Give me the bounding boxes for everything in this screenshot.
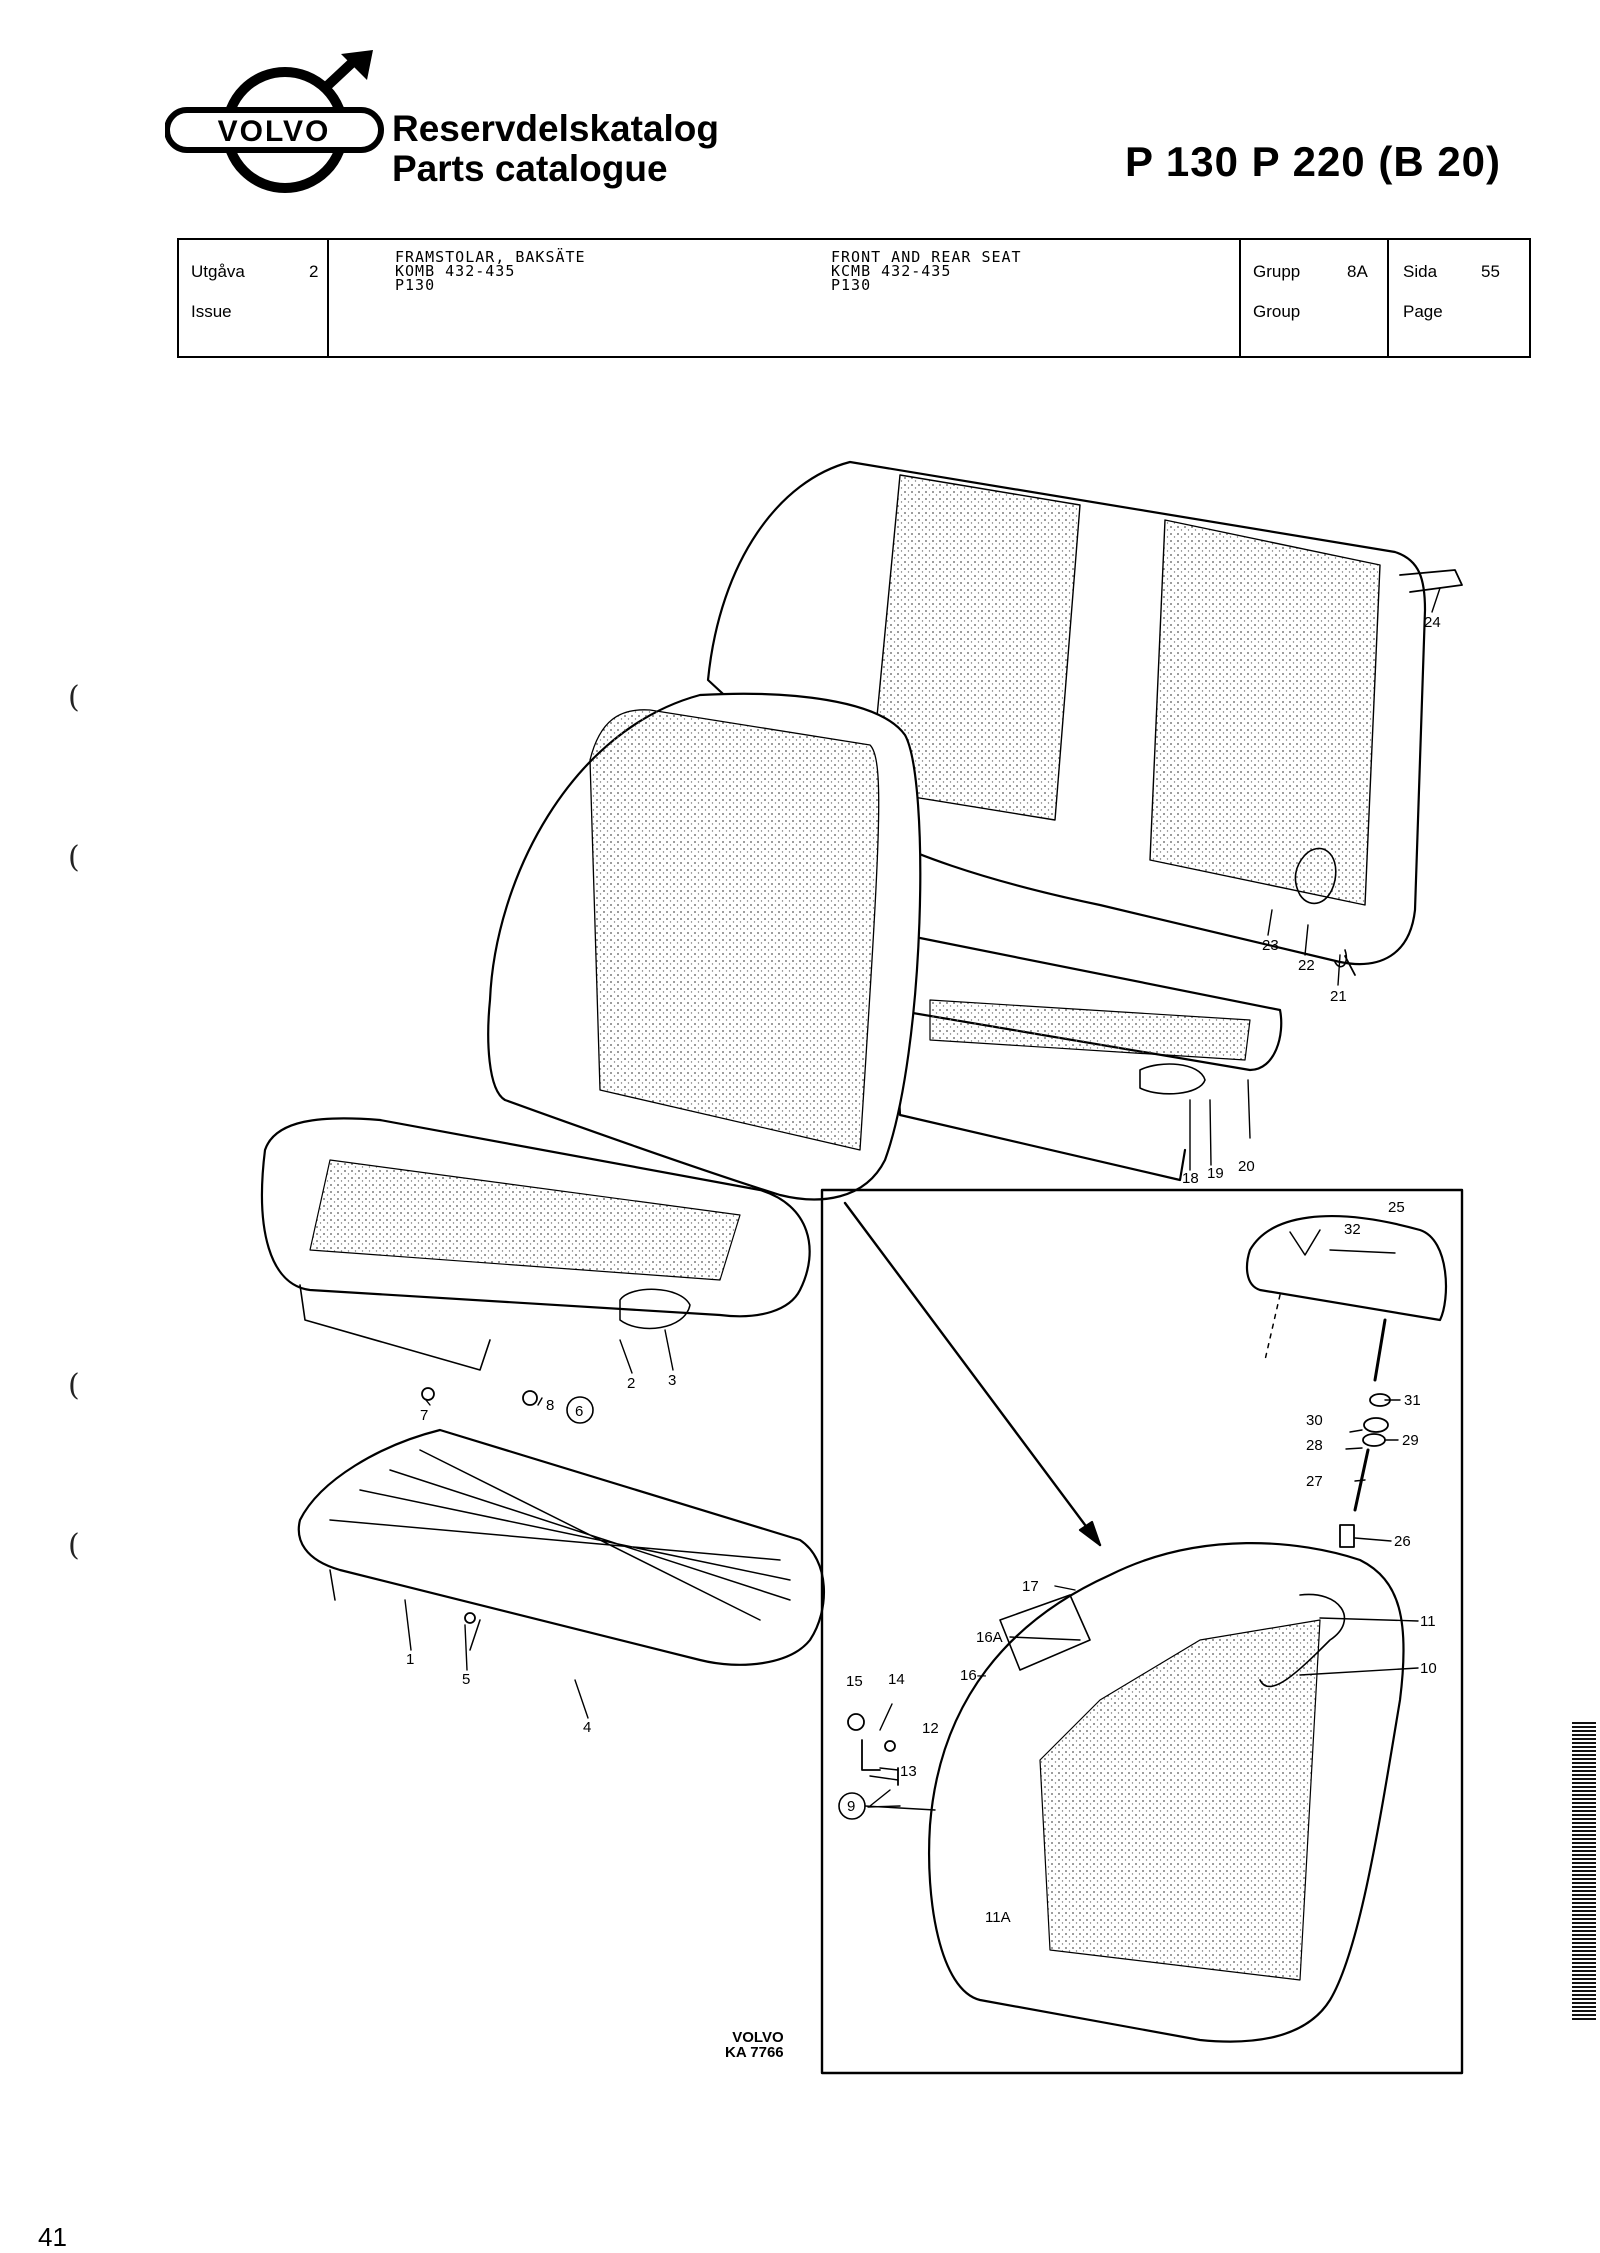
page-value: 55	[1481, 262, 1500, 281]
callout-numbers: 24 23 22 21 18 19 20 2 3 7 8 6 1 5 4 25 …	[406, 614, 1441, 1926]
callout-9: 9	[847, 1798, 855, 1815]
callout-32: 32	[1344, 1221, 1361, 1238]
callout-23: 23	[1262, 937, 1279, 954]
catalog-info-table: Utgåva 2 Issue FRAMSTOLAR, BAKSÄTE KOMB …	[177, 238, 1531, 358]
callout-26: 26	[1394, 1533, 1411, 1550]
group-value: 8A	[1347, 262, 1368, 281]
group-cell: Grupp 8A Group	[1241, 240, 1389, 356]
model-designation: P 130 P 220 (B 20)	[1125, 138, 1502, 185]
callout-14: 14	[888, 1671, 905, 1688]
catalog-title-english: Parts catalogue	[392, 148, 668, 189]
callout-22: 22	[1298, 957, 1315, 974]
callout-11: 11	[1420, 1613, 1436, 1630]
callout-31: 31	[1404, 1392, 1421, 1409]
callout-16a: 16A	[976, 1629, 1003, 1646]
callout-28: 28	[1306, 1437, 1323, 1454]
logo-wordmark: VOLVO	[218, 115, 331, 148]
callout-21: 21	[1330, 988, 1347, 1005]
callout-16: 16--	[960, 1667, 987, 1684]
detail-inset-frame	[820, 1188, 1464, 2075]
page-number: 41	[38, 2222, 67, 2252]
edge-index-stripe	[1572, 1720, 1596, 2020]
callout-30: 30	[1306, 1412, 1323, 1429]
binding-mark: (	[68, 1368, 80, 1403]
callout-circle	[566, 1396, 594, 1424]
drawing-reference: VOLVO KA 7766	[725, 2030, 784, 2060]
hardware-parts	[421, 955, 1356, 1786]
front-backrest-detail	[927, 1541, 1405, 2043]
leader-lines	[404, 587, 1441, 1811]
headrest	[1245, 1215, 1448, 1382]
rear-seat-cushion	[893, 933, 1283, 1182]
front-seat-frame	[297, 1428, 825, 1666]
page-label-en: Page	[1403, 302, 1443, 321]
callout-8: 8	[546, 1397, 554, 1414]
headrest-fittings	[1339, 1393, 1391, 1548]
description-cell: FRAMSTOLAR, BAKSÄTE KOMB 432-435 P130 FR…	[329, 240, 1241, 356]
callout-11a: 11A	[985, 1909, 1011, 1926]
callout-29: 29	[1402, 1432, 1419, 1449]
callout-25: 25	[1388, 1199, 1405, 1216]
detail-pointer-line	[843, 1201, 1102, 1547]
callout-10: 10	[1420, 1660, 1437, 1677]
description-swedish: FRAMSTOLAR, BAKSÄTE KOMB 432-435 P130	[395, 248, 586, 294]
callout-12: 12	[922, 1720, 939, 1737]
callout-18: 18	[1182, 1170, 1199, 1187]
callout-27: 27	[1306, 1473, 1323, 1490]
callout-7: 7	[420, 1407, 428, 1424]
callout-3: 3	[668, 1372, 676, 1389]
catalog-title-swedish: Reservdelskatalog	[392, 108, 720, 149]
binding-mark: (	[68, 840, 80, 875]
rear-seat-backrest	[706, 460, 1463, 968]
description-english: FRONT AND REAR SEAT KCMB 432-435 P130	[831, 248, 1022, 294]
callout-24: 24	[1424, 614, 1441, 631]
issue-cell: Utgåva 2 Issue	[179, 240, 329, 356]
callout-4: 4	[583, 1719, 591, 1736]
issue-value: 2	[309, 262, 319, 281]
callout-5: 5	[462, 1671, 470, 1688]
callout-13: 13	[900, 1763, 917, 1780]
callout-2: 2	[627, 1375, 635, 1392]
front-seat-backrest	[487, 692, 922, 1201]
callout-6: 6	[575, 1403, 583, 1420]
page-label-sv: Sida	[1403, 262, 1438, 281]
binding-mark: (	[68, 680, 80, 715]
callout-19: 19	[1207, 1165, 1224, 1182]
callout-1: 1	[406, 1651, 414, 1668]
callout-20: 20	[1238, 1158, 1255, 1175]
issue-label-sv: Utgåva	[191, 262, 245, 281]
binding-mark: (	[68, 1528, 80, 1563]
callout-17: 17	[1022, 1578, 1039, 1595]
callout-15: 15	[846, 1673, 863, 1690]
issue-label-en: Issue	[191, 302, 232, 321]
group-label-sv: Grupp	[1253, 262, 1301, 281]
callout-circle	[838, 1792, 866, 1820]
drawing-ref-brand: VOLVO	[732, 2029, 784, 2046]
front-seat-cushion	[260, 1117, 811, 1371]
drawing-ref-code: KA 7766	[725, 2044, 784, 2061]
group-label-en: Group	[1253, 302, 1301, 321]
page-cell: Sida 55 Page	[1389, 240, 1529, 356]
volvo-logo: VOLVO	[165, 50, 384, 193]
